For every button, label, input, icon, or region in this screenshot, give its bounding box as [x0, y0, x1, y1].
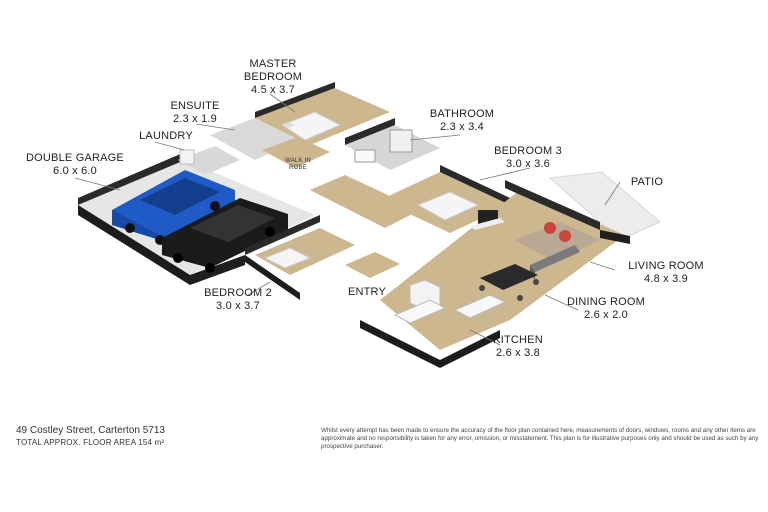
room-name: ENSUITE [170, 100, 220, 112]
room-dims: 3.0 x 3.7 [216, 300, 260, 312]
living-wall-back [505, 180, 600, 230]
dining-table-icon [479, 264, 539, 301]
label-bathroom: BATHROOM 2.3 x 3.4 [422, 108, 502, 134]
total-floor-area: TOTAL APPROX. FLOOR AREA 154 m² [16, 438, 165, 447]
room-name: BEDROOM 2 [204, 287, 272, 299]
laundry-floor [178, 146, 240, 175]
car-icon [162, 198, 288, 273]
bedroom2-wall-front [245, 255, 300, 300]
bedroom3-wall [440, 165, 510, 205]
entry-floor [345, 252, 400, 278]
bathroom-wall [345, 118, 395, 145]
room-dims: 6.0 x 6.0 [53, 165, 97, 177]
walk-in-robe-floor [262, 137, 330, 168]
label-patio: PATIO [622, 176, 672, 189]
room-dims: 2.6 x 2.0 [584, 309, 628, 321]
kitchen-wall-front [360, 320, 500, 368]
label-laundry: LAUNDRY [133, 130, 199, 143]
label-walk-in-robe: WALK IN ROBE [272, 158, 324, 172]
property-address: 49 Costley Street, Carterton 5713 [16, 425, 165, 436]
label-kitchen: KITCHEN 2.6 x 3.8 [480, 334, 556, 360]
room-name: BATHROOM [429, 108, 495, 120]
vanity [354, 149, 376, 163]
bed-icon [416, 191, 480, 221]
car-icon [112, 170, 235, 245]
label-bedroom3: BEDROOM 3 3.0 x 3.6 [488, 145, 568, 171]
master-bedroom-wall [255, 82, 335, 118]
label-bedroom2: BEDROOM 2 3.0 x 3.7 [200, 287, 276, 313]
label-master-bedroom: MASTER BEDROOM 4.5 x 3.7 [228, 58, 318, 97]
tv-icon [470, 210, 505, 230]
room-name: DOUBLE GARAGE [26, 152, 124, 164]
patio-slab [548, 171, 661, 241]
room-name: WALK IN ROBE [285, 158, 311, 171]
label-double-garage: DOUBLE GARAGE 6.0 x 6.0 [20, 152, 130, 178]
chairs [544, 222, 571, 242]
garage-wall-side [190, 255, 245, 285]
garage-wall-left [78, 205, 190, 285]
label-living-room: LIVING ROOM 4.8 x 3.9 [618, 260, 714, 286]
room-name: PATIO [630, 176, 664, 188]
garage-wall-back [78, 152, 185, 205]
room-dims: 4.5 x 3.7 [251, 84, 295, 96]
room-name: BEDROOM 3 [494, 145, 562, 157]
footer-info: 49 Costley Street, Carterton 5713 TOTAL … [16, 425, 165, 449]
living-wall-right [600, 230, 630, 244]
room-name: KITCHEN [493, 334, 543, 346]
kitchen-island [393, 299, 447, 324]
rug [515, 222, 600, 262]
label-dining-room: DINING ROOM 2.6 x 2.0 [558, 296, 654, 322]
shower [389, 129, 413, 153]
room-dims: 3.0 x 3.6 [506, 158, 550, 170]
hallway-floor [310, 175, 420, 228]
label-entry: ENTRY [345, 286, 389, 299]
room-dims: 4.8 x 3.9 [644, 273, 688, 285]
room-name: ENTRY [347, 286, 387, 298]
room-name: MASTER BEDROOM [243, 58, 303, 83]
bed-icon [263, 247, 312, 269]
room-name: LIVING ROOM [628, 260, 704, 272]
bed-icon [280, 111, 342, 141]
laundry-machine [179, 149, 195, 165]
label-ensuite: ENSUITE 2.3 x 1.9 [163, 100, 227, 126]
room-name: DINING ROOM [567, 296, 645, 308]
room-dims: 2.3 x 3.4 [440, 121, 484, 133]
room-name: LAUNDRY [139, 130, 193, 142]
room-dims: 2.3 x 1.9 [173, 113, 217, 125]
bedroom2-wall [245, 215, 320, 255]
room-dims: 2.6 x 3.8 [496, 347, 540, 359]
kitchen-bench [453, 294, 507, 319]
leader-lines [74, 93, 621, 346]
disclaimer-text: Whilst every attempt has been made to en… [321, 427, 759, 450]
